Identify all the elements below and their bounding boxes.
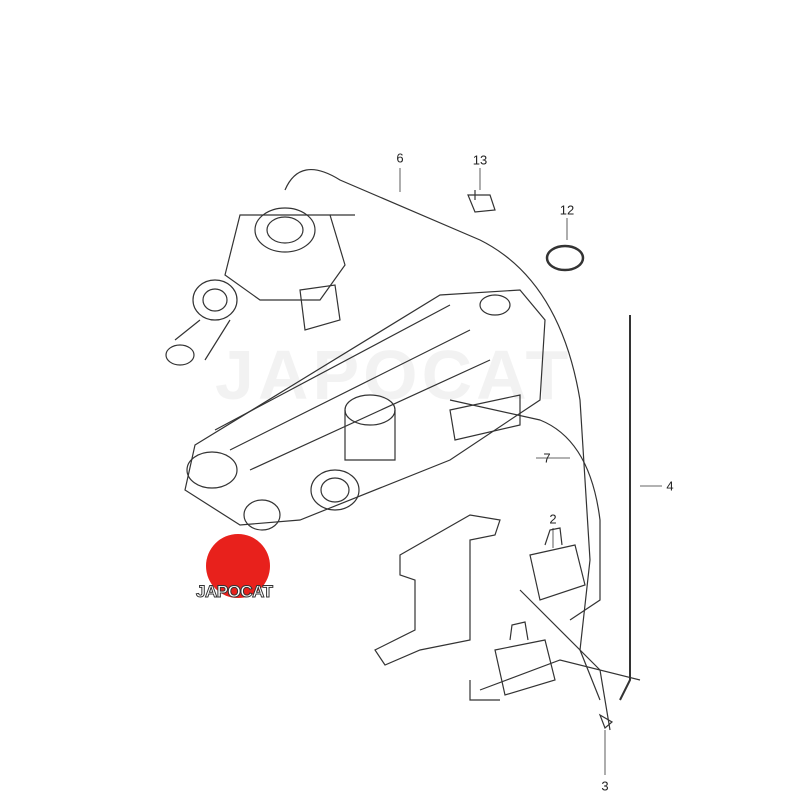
callout-12: 12 [559, 202, 575, 218]
callout-13: 13 [472, 152, 488, 168]
pipe-4 [619, 315, 631, 701]
intake-manifold [184, 289, 546, 531]
hose-7 [449, 399, 601, 621]
callout-6: 6 [396, 150, 404, 166]
callout-2: 2 [549, 511, 557, 527]
logo-circle [206, 534, 270, 598]
callout-4: 4 [666, 478, 674, 494]
hose-lower [469, 589, 641, 731]
clamp-12 [545, 244, 585, 272]
callout-7: 7 [543, 450, 551, 466]
bracket [374, 514, 501, 666]
clip-13 [467, 190, 496, 213]
japocat-logo: JAPOCAT [195, 532, 286, 604]
turbocharger [165, 207, 355, 366]
hose-6 [284, 169, 601, 701]
bolt-3 [598, 713, 614, 730]
solenoid-valve-lower [494, 621, 556, 696]
watermark: JAPOCAT [215, 336, 573, 414]
solenoid-valve-upper [529, 527, 586, 601]
callout-3: 3 [601, 778, 609, 794]
logo-text: JAPOCAT [195, 582, 273, 602]
